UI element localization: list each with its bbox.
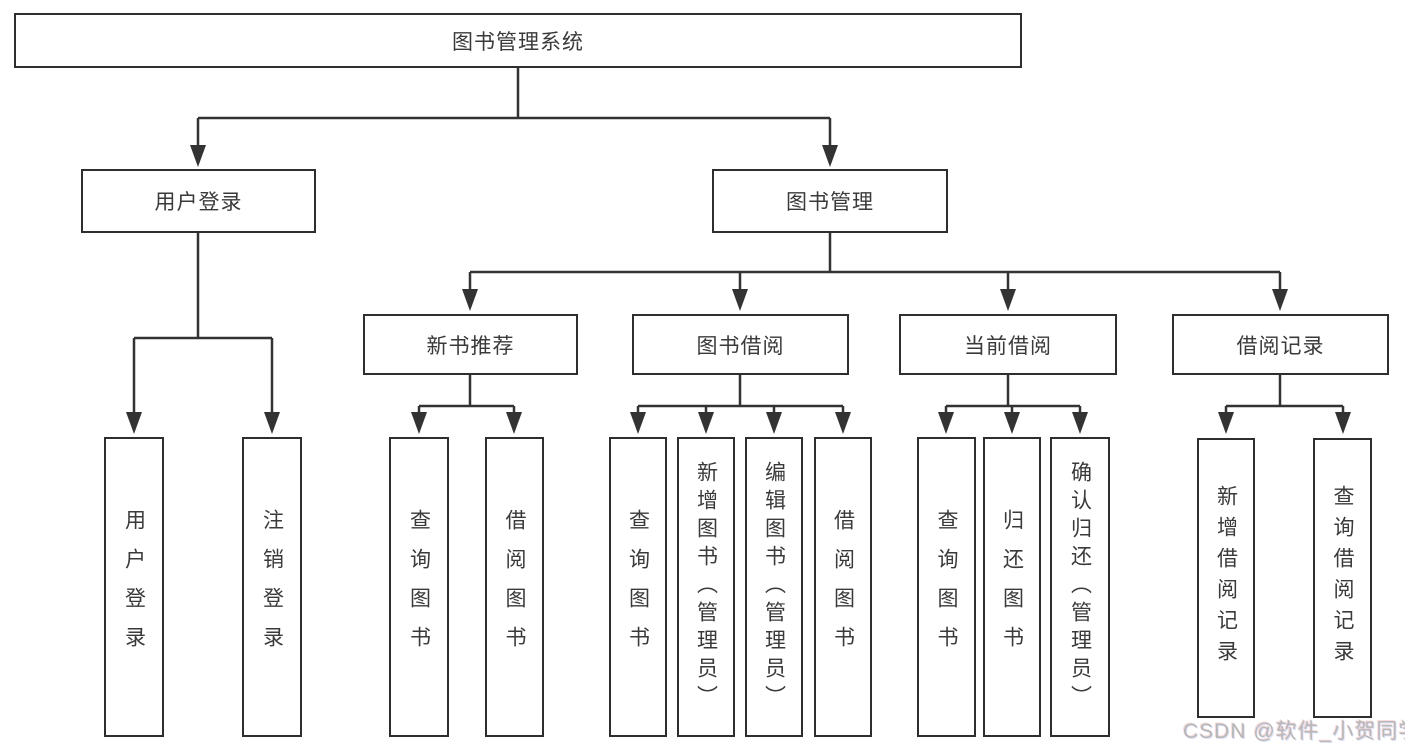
node-label: 查询借阅记录: [1331, 485, 1354, 671]
node-label: 借阅图书: [831, 509, 855, 665]
leaf-query-books-current: 查询图书: [917, 437, 976, 737]
node-root: 图书管理系统: [14, 13, 1022, 68]
node-book-management: 图书管理: [712, 169, 948, 233]
node-label: 编辑图书（管理员）: [762, 461, 786, 713]
node-label: 借阅图书: [503, 509, 526, 665]
node-label: 当前借阅: [964, 334, 1052, 358]
node-label: 图书管理系统: [452, 30, 584, 54]
leaf-add-book-admin: 新增图书（管理员）: [677, 437, 735, 737]
watermark: CSDN @软件_小贺同学: [1183, 720, 1405, 743]
node-label: 用户登录: [122, 509, 146, 665]
leaf-logout: 注销登录: [242, 437, 302, 737]
node-label: 借阅记录: [1236, 334, 1325, 358]
node-label: 查询图书: [407, 509, 431, 665]
node-label: 新增图书（管理员）: [694, 461, 718, 713]
leaf-query-books-recommend: 查询图书: [389, 437, 449, 737]
node-label: 新书推荐: [426, 334, 515, 358]
node-label: 图书借阅: [696, 334, 785, 358]
node-label: 确认归还（管理员）: [1068, 461, 1092, 713]
node-label: 注销登录: [260, 509, 284, 665]
leaf-query-books-borrow: 查询图书: [609, 437, 667, 737]
node-current-borrow: 当前借阅: [899, 314, 1117, 375]
node-label: 用户登录: [154, 191, 243, 214]
node-new-book-recommend: 新书推荐: [363, 314, 578, 375]
leaf-user-login: 用户登录: [104, 437, 164, 737]
leaf-confirm-return-admin: 确认归还（管理员）: [1050, 437, 1110, 737]
node-book-borrow: 图书借阅: [632, 314, 849, 375]
node-label: 查询图书: [935, 509, 958, 665]
node-label: 归还图书: [1000, 509, 1024, 665]
node-user-login: 用户登录: [81, 169, 316, 233]
leaf-edit-book-admin: 编辑图书（管理员）: [745, 437, 803, 737]
node-label: 查询图书: [626, 509, 650, 665]
leaf-query-borrow-record: 查询借阅记录: [1313, 438, 1372, 718]
leaf-borrow-books-recommend: 借阅图书: [485, 437, 544, 737]
node-label: 图书管理: [786, 191, 874, 214]
node-borrow-records: 借阅记录: [1172, 314, 1389, 375]
leaf-return-book: 归还图书: [983, 437, 1041, 737]
node-label: 新增借阅记录: [1214, 485, 1238, 671]
leaf-borrow-books: 借阅图书: [814, 437, 872, 737]
leaf-add-borrow-record: 新增借阅记录: [1197, 438, 1255, 718]
